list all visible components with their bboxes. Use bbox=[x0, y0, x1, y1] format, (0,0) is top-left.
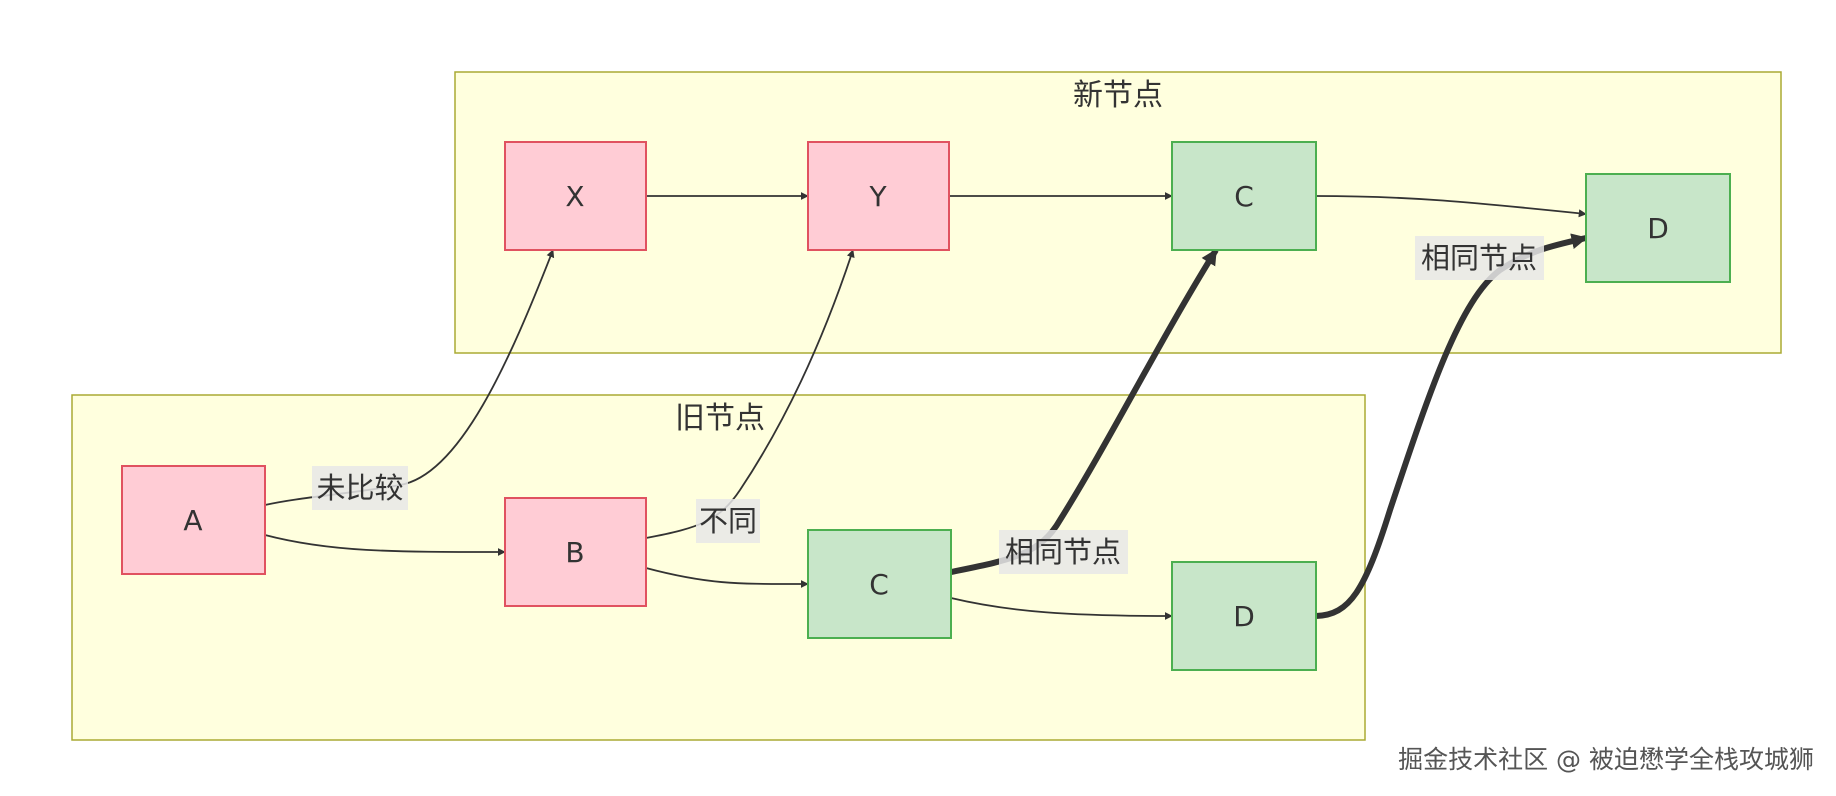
new-cluster-title: 新节点 bbox=[1073, 78, 1163, 113]
svg-text:C: C bbox=[1234, 180, 1254, 213]
edge-b-to-c bbox=[645, 567, 809, 589]
svg-text:A: A bbox=[183, 504, 202, 537]
svg-text:B: B bbox=[565, 536, 584, 569]
edge-oldc-to-oldd bbox=[950, 597, 1173, 620]
svg-text:D: D bbox=[1233, 600, 1255, 633]
svg-text:Y: Y bbox=[868, 180, 887, 213]
node-new-y: Y bbox=[807, 141, 950, 251]
edge-label-c-to-c: 相同节点 bbox=[999, 530, 1128, 574]
edge-b-to-y bbox=[645, 249, 855, 539]
old-cluster-title: 旧节点 bbox=[675, 401, 765, 436]
svg-text:未比较: 未比较 bbox=[316, 471, 403, 505]
edge-label-a-to-x: 未比较 bbox=[312, 466, 408, 510]
node-new-c: C bbox=[1171, 141, 1317, 251]
svg-text:C: C bbox=[869, 568, 889, 601]
old-nodes-cluster: 旧节点 bbox=[71, 394, 1366, 741]
watermark: 掘金技术社区 @ 被迫懋学全栈攻城狮 bbox=[1398, 745, 1814, 774]
node-new-x: X bbox=[504, 141, 647, 251]
svg-text:D: D bbox=[1647, 212, 1669, 245]
node-old-d: D bbox=[1171, 561, 1317, 671]
edge-a-to-x bbox=[264, 249, 555, 506]
edge-newc-to-newd bbox=[1315, 195, 1587, 218]
new-nodes-cluster: 新节点 bbox=[454, 71, 1782, 354]
node-old-b: B bbox=[504, 497, 647, 607]
node-new-d: D bbox=[1585, 173, 1731, 283]
svg-text:X: X bbox=[565, 180, 584, 213]
svg-text:相同节点: 相同节点 bbox=[1005, 535, 1121, 569]
edge-label-d-to-d: 相同节点 bbox=[1415, 236, 1544, 280]
edge-a-to-b bbox=[264, 534, 506, 556]
node-old-a: A bbox=[121, 465, 266, 575]
svg-text:相同节点: 相同节点 bbox=[1421, 241, 1537, 275]
edge-label-b-to-y: 不同 bbox=[696, 499, 760, 543]
node-old-c: C bbox=[807, 529, 952, 639]
svg-text:不同: 不同 bbox=[699, 504, 757, 538]
